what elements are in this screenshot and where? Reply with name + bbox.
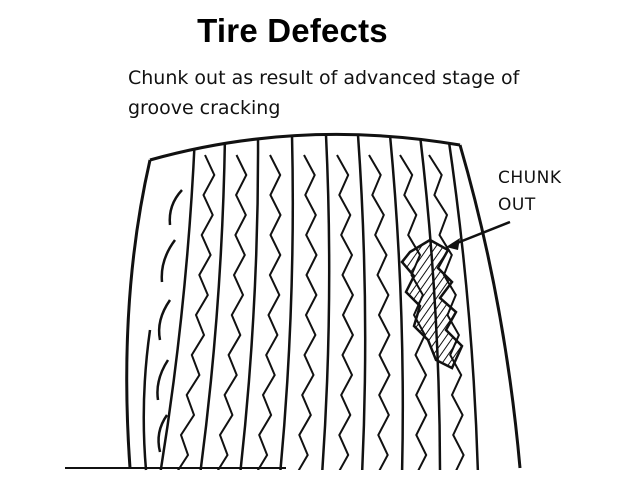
sidewall-notches xyxy=(156,189,183,453)
tread-rib-line xyxy=(158,134,197,470)
tread-rib-line xyxy=(238,134,260,470)
caption-line-2: groove cracking xyxy=(128,97,281,119)
tread-rib-line xyxy=(278,134,295,470)
callout-arrow xyxy=(451,220,511,247)
tread-zigzag-groove xyxy=(174,154,216,470)
tread-rib-line xyxy=(320,134,331,470)
callout-line-1: CHUNK xyxy=(498,168,562,188)
tread-zigzag-groove xyxy=(368,154,391,470)
chunk-out-area xyxy=(400,238,464,370)
caption-line-1: Chunk out as result of advanced stage of xyxy=(128,67,520,89)
slide-title: Tire Defects xyxy=(197,12,388,49)
tread-zigzag-groove xyxy=(399,154,428,470)
arrow-head xyxy=(446,238,460,250)
tread-zigzag-groove xyxy=(214,154,248,470)
sidewall-line xyxy=(142,329,152,471)
tread-zigzag-groove xyxy=(295,154,318,470)
tread-rib-line xyxy=(198,134,227,470)
tread-rib-line xyxy=(356,134,367,470)
figure-caption: Chunk out as result of advanced stage of… xyxy=(128,63,548,123)
tread-rib-line xyxy=(388,134,405,470)
tread-zigzag-groove xyxy=(336,154,355,470)
tread-zigzag-groove xyxy=(254,154,282,470)
tire-outline xyxy=(149,132,461,162)
callout-line-2: OUT xyxy=(498,195,536,215)
tread-rib-line xyxy=(446,134,480,470)
tire-shoulder-left xyxy=(125,159,152,469)
tire-shoulder-right xyxy=(458,144,522,469)
